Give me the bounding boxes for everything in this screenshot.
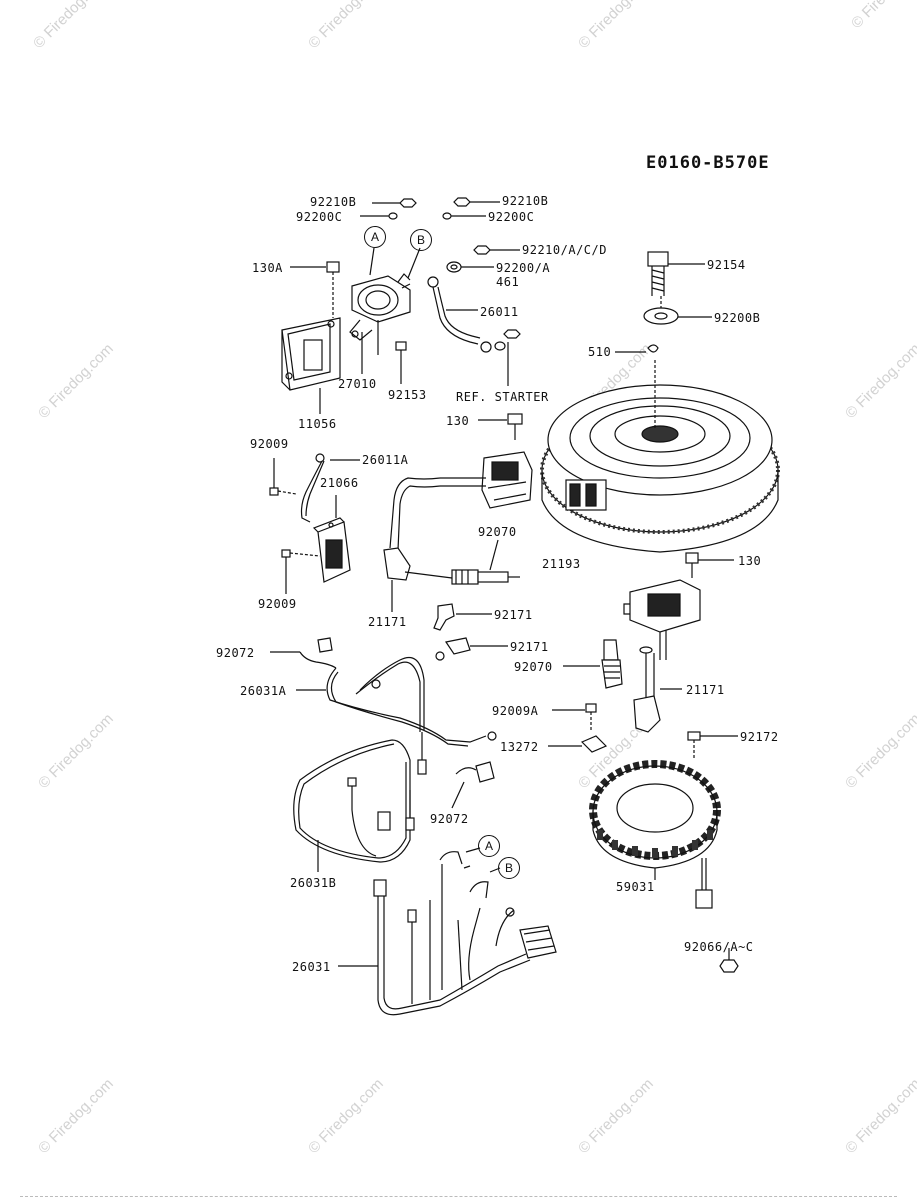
part-label-92200A: 92200/A	[496, 261, 551, 275]
part-label-13272: 13272	[500, 740, 539, 754]
part-label-92009-bottom: 92009	[258, 597, 297, 611]
part-label-130-right: 130	[738, 554, 762, 568]
page-bottom-rule	[20, 1196, 897, 1197]
nuts-top	[360, 197, 520, 273]
part-label-92070-left: 92070	[478, 525, 517, 539]
part-label-92009A: 92009A	[492, 704, 539, 718]
regulator-21066	[312, 495, 351, 583]
washer-92200B	[643, 307, 712, 325]
part-label-11056: 11056	[298, 417, 337, 431]
screw-92009A	[552, 703, 597, 730]
part-label-26011A: 26011A	[362, 453, 409, 467]
ignition-coil-right	[623, 579, 701, 700]
ref-starter-hardware	[494, 329, 521, 386]
spark-plug-right	[563, 639, 623, 689]
part-label-92154: 92154	[707, 258, 746, 272]
part-label-92066: 92066/A~C	[684, 940, 754, 954]
part-label-92072-top: 92072	[216, 646, 255, 660]
part-label-27010: 27010	[338, 377, 377, 391]
bolt-130-right	[685, 552, 734, 578]
part-label-130A: 130A	[252, 261, 283, 275]
solenoid-27010	[349, 273, 411, 374]
spark-plug-left	[383, 539, 520, 612]
part-label-21171-left: 21171	[368, 615, 407, 629]
part-label-92072-bottom: 92072	[430, 812, 469, 826]
screws-92009	[269, 458, 321, 594]
bolt-92153	[395, 341, 407, 384]
harness-26031A	[296, 656, 497, 775]
bolt-130A	[290, 261, 340, 318]
part-label-130-top: 130	[446, 414, 470, 428]
ignition-coil-left	[389, 451, 533, 551]
flywheel-21193	[540, 384, 780, 553]
part-label-92200B: 92200B	[714, 311, 761, 325]
cable-26011	[427, 276, 492, 353]
ref-starter-label: REF. STARTER	[456, 390, 549, 404]
callout-b-bottom: B	[498, 857, 520, 879]
bracket-13272	[548, 735, 608, 753]
clips-92171	[433, 603, 508, 661]
diagram-code: E0160-B570E	[646, 153, 770, 173]
part-label-26031A: 26031A	[240, 684, 287, 698]
part-label-461: 461	[496, 275, 520, 289]
part-label-92200C-left: 92200C	[296, 210, 343, 224]
part-label-510: 510	[588, 345, 612, 359]
part-label-92070-right: 92070	[514, 660, 553, 674]
callout-b-top: B	[410, 229, 432, 251]
callout-a-bottom: A	[478, 835, 500, 857]
part-label-21171-right: 21171	[686, 683, 725, 697]
bolt-92154	[647, 251, 705, 296]
part-label-26031B: 26031B	[290, 876, 337, 890]
bolt-130-top	[478, 413, 523, 440]
part-label-92171-b: 92171	[510, 640, 549, 654]
key-510	[615, 296, 662, 430]
connector-92072-bottom	[451, 761, 495, 809]
part-label-92009-top: 92009	[250, 437, 289, 451]
bracket-11056	[281, 317, 341, 414]
screw-92172	[687, 731, 738, 760]
part-label-21066: 21066	[320, 476, 359, 490]
part-label-59031: 59031	[616, 880, 655, 894]
callout-a-top: A	[364, 226, 386, 248]
part-label-92210B-left: 92210B	[310, 195, 357, 209]
connector-92072-top	[270, 637, 337, 669]
part-label-92210B-right: 92210B	[502, 194, 549, 208]
harness-26031B	[293, 739, 415, 872]
part-label-92210ACD: 92210/A/C/D	[522, 243, 607, 257]
stator-59031	[589, 760, 721, 909]
harness-26031	[338, 851, 557, 1016]
part-label-26011: 26011	[480, 305, 519, 319]
part-label-26031: 26031	[292, 960, 331, 974]
wire-26011A	[300, 453, 360, 523]
part-label-21193: 21193	[542, 557, 581, 571]
part-label-92200C-right: 92200C	[488, 210, 535, 224]
plug-boot-right	[633, 688, 682, 733]
part-label-92171-a: 92171	[494, 608, 533, 622]
nut-92066	[719, 948, 739, 973]
part-label-92153: 92153	[388, 388, 427, 402]
part-label-92172: 92172	[740, 730, 779, 744]
